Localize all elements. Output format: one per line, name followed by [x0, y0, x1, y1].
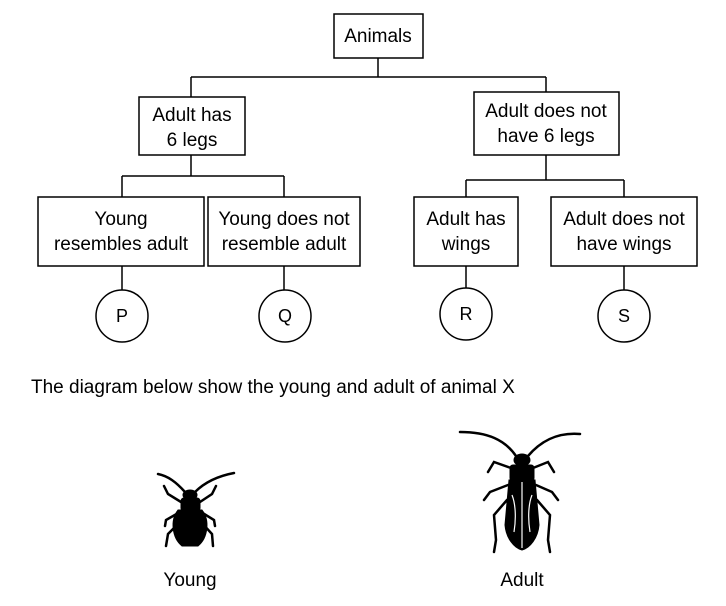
branch-left-line2: 6 legs: [167, 130, 218, 151]
leaf-4-line2: have wings: [576, 234, 671, 255]
branch-node-left: Adult has 6 legs: [138, 96, 246, 156]
leaf-node-no-wings: Adult does not have wings: [550, 196, 698, 267]
leaf-1-line2: resembles adult: [54, 234, 189, 255]
leaf-2-line1: Young does not: [218, 209, 350, 230]
connector-lines: [121, 58, 625, 291]
group-circle-q: Q: [258, 289, 312, 343]
leaf-3-line1: Adult has: [426, 209, 505, 230]
caption-text: The diagram below show the young and adu…: [31, 377, 515, 398]
root-label: Animals: [344, 26, 412, 47]
young-label: Young: [163, 570, 216, 591]
leaf-2-line2: resemble adult: [222, 234, 347, 255]
group-p-label: P: [116, 306, 128, 326]
leaf-node-young-resembles: Young resembles adult: [37, 196, 205, 267]
leaf-3-line2: wings: [441, 234, 491, 255]
branch-node-right: Adult does not have 6 legs: [473, 91, 620, 156]
root-node: Animals: [333, 13, 424, 59]
branch-right-line1: Adult does not: [485, 101, 607, 122]
group-q-label: Q: [278, 306, 292, 326]
leaf-node-young-not-resemble: Young does not resemble adult: [207, 196, 361, 267]
group-circle-r: R: [439, 287, 493, 341]
group-s-label: S: [618, 306, 630, 326]
group-r-label: R: [460, 304, 473, 324]
branch-right-line2: have 6 legs: [497, 126, 594, 147]
leaf-node-has-wings: Adult has wings: [413, 196, 519, 267]
branch-left-line1: Adult has: [152, 105, 231, 126]
group-circle-s: S: [597, 289, 651, 343]
leaf-4-line1: Adult does not: [563, 209, 685, 230]
young-insect-icon: [156, 471, 236, 548]
leaf-1-line1: Young: [94, 209, 147, 230]
adult-label: Adult: [500, 570, 544, 591]
group-circle-p: P: [95, 289, 149, 343]
adult-insect-icon: [458, 430, 582, 554]
